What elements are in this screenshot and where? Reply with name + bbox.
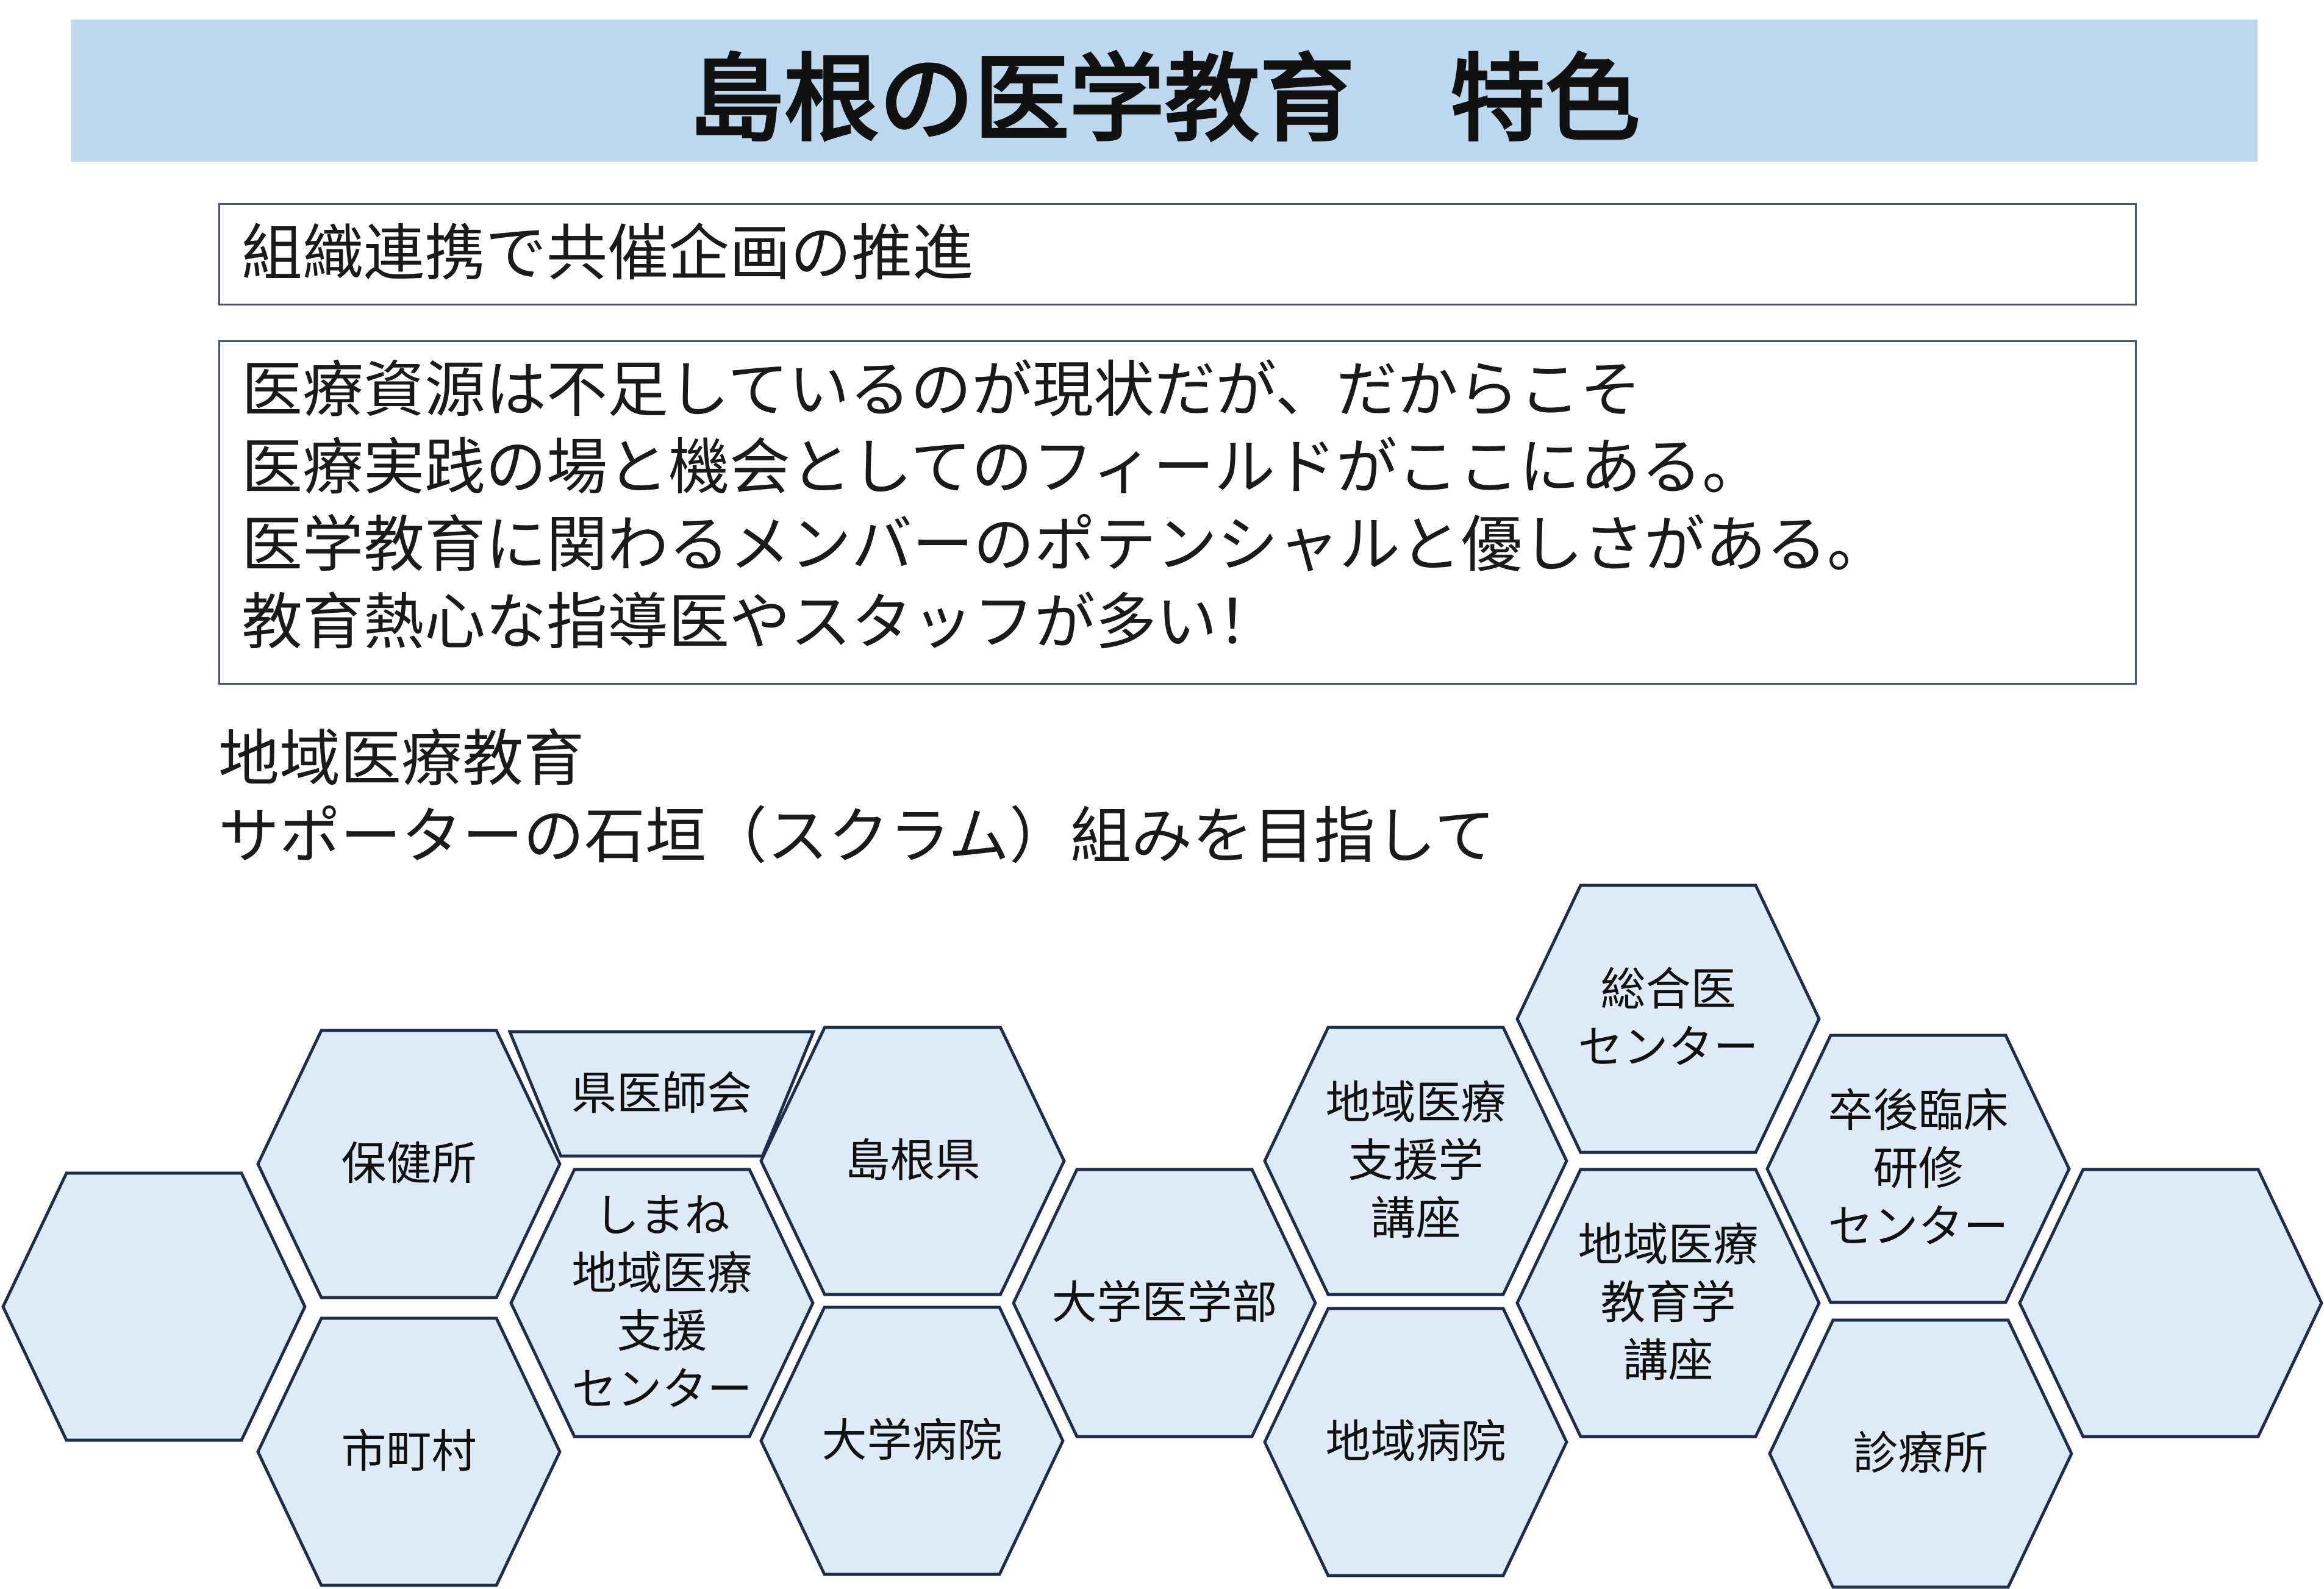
title-bar: 島根の医学教育 特色 xyxy=(71,20,2258,162)
subtitle-line: サポーターの石垣（スクラム）組みを目指して xyxy=(218,801,1495,872)
hexagon-label: 大学病院 xyxy=(821,1414,1003,1467)
hexagon-cell xyxy=(1768,1318,2073,1589)
collaboration-text: 組織連携で共催企画の推進 xyxy=(241,218,973,289)
hexagon-label: 市町村 xyxy=(341,1425,477,1478)
features-line: 医療実践の場と機会としてのフィールドがここにある。 xyxy=(241,432,1763,503)
hexagon-label: 診療所 xyxy=(1853,1427,1989,1480)
hexagon-cell xyxy=(1263,1307,1568,1577)
hexagon-label: 大学医学部 xyxy=(1051,1276,1278,1329)
hexagon-cell xyxy=(1515,1168,1821,1438)
hexagon-label: 総合医 センター xyxy=(1578,963,1759,1074)
features-line: 教育熱心な指導医やスタッフが多い！ xyxy=(241,587,1278,658)
hexagon-cell xyxy=(759,1305,1065,1576)
hexagon-label: 卒後臨床 研修 センター xyxy=(1828,1084,2009,1253)
hexagon-label: 地域医療 教育学 講座 xyxy=(1578,1218,1759,1387)
hexagon-cell xyxy=(2018,1168,2323,1438)
hexagon-cell xyxy=(1263,1026,1568,1296)
hexagon-cell xyxy=(1,1171,307,1442)
hexagon-cell xyxy=(256,1029,562,1299)
page-title: 島根の医学教育 特色 xyxy=(688,43,1640,155)
hexagon-cell xyxy=(509,1168,815,1438)
collaboration-box: 組織連携で共催企画の推進 xyxy=(218,203,2137,305)
hexagon-label: 地域病院 xyxy=(1325,1415,1506,1468)
features-line: 医療資源は不足しているのが現状だが、だからこそ xyxy=(241,354,1641,426)
hexagon-cell xyxy=(1012,1168,1317,1438)
hexagon-label: 保健所 xyxy=(341,1137,477,1190)
hexagon-cell xyxy=(1765,1034,2071,1304)
features-line: 医学教育に関わるメンバーのポテンシャルと優しさがある。 xyxy=(241,509,1888,580)
hexagon-cell xyxy=(1515,884,1821,1154)
hexagon-label: 地域医療 支援学 講座 xyxy=(1325,1076,1506,1245)
subtitle-line: 地域医療教育 xyxy=(218,723,584,794)
hexagon-label: しまね 地域医療 支援 センター xyxy=(571,1190,753,1416)
features-box: 医療資源は不足しているのが現状だが、だからこそ 医療実践の場と機会としてのフィー… xyxy=(218,340,2137,685)
hexagon-label: 島根県 xyxy=(845,1134,981,1187)
hexagon-label: 県医師会 xyxy=(571,1067,752,1120)
hexagon-label xyxy=(2020,1169,2322,1437)
hexagon-cell xyxy=(256,1316,562,1587)
hexagon-cell xyxy=(759,1026,1066,1296)
